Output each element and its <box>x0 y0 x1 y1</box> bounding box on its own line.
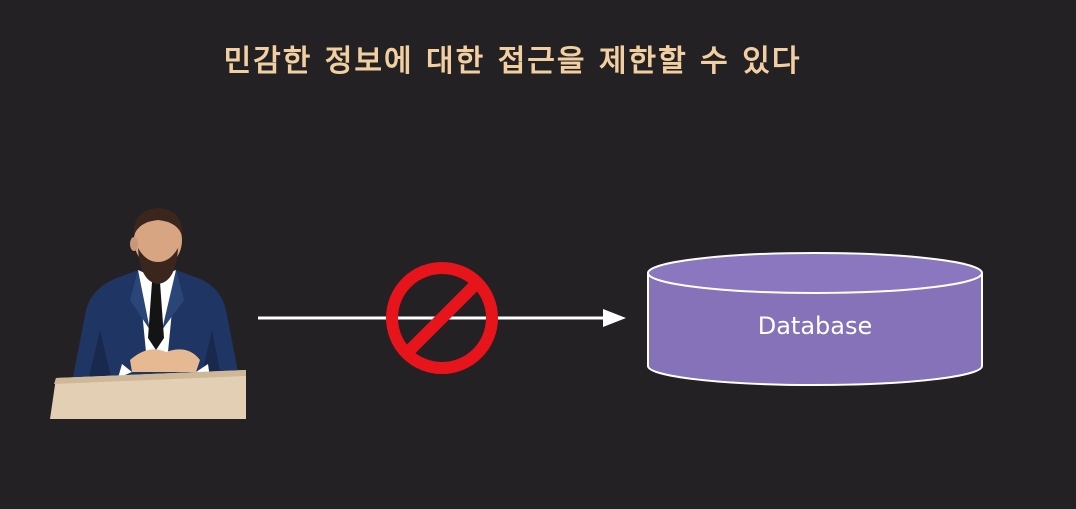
no-entry-icon <box>386 262 498 374</box>
database-icon <box>647 252 983 386</box>
businessman-icon <box>72 208 240 382</box>
database-label: Database <box>757 312 873 340</box>
desk-icon <box>50 370 246 419</box>
slide-title: 민감한 정보에 대한 접근을 제한할 수 있다 <box>223 44 802 79</box>
